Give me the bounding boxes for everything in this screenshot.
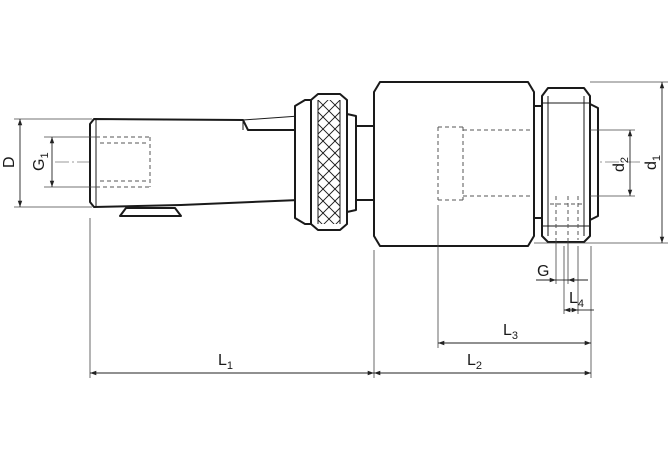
dimension-labels: D G1 d2 d1 G L4 L3 L1 L2 (1, 152, 663, 372)
dimension-lines (17, 82, 665, 376)
label-G1: G1 (31, 152, 51, 171)
shank (89, 115, 300, 217)
label-d1: d1 (643, 155, 663, 170)
knurled-nut (310, 93, 348, 231)
label-L1: L1 (218, 352, 233, 372)
collar-left (294, 99, 312, 225)
label-D: D (1, 156, 18, 168)
extension-lines (14, 81, 668, 378)
front-ring (533, 87, 599, 243)
main-body (373, 81, 545, 247)
label-L2: L2 (467, 352, 482, 372)
label-L4: L4 (569, 290, 584, 310)
label-d2: d2 (611, 157, 631, 172)
label-L3: L3 (503, 322, 518, 342)
neck (346, 113, 375, 213)
label-G: G (537, 263, 549, 280)
shank-hidden-bore (96, 136, 151, 188)
